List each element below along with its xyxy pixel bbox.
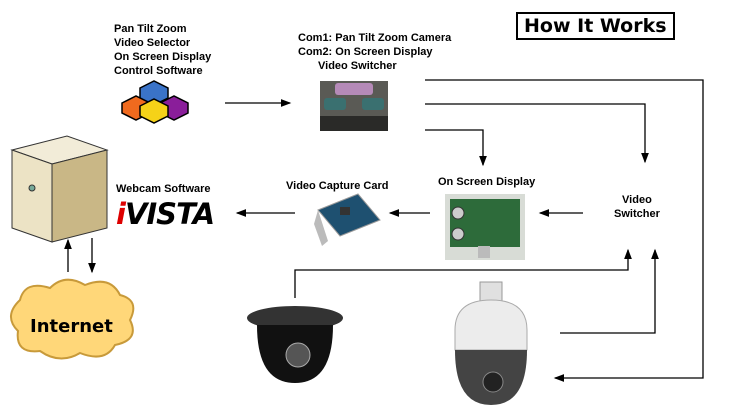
switcher-line: Switcher [614, 208, 660, 220]
connector-lines [64, 79, 704, 382]
serial-line: Com2: On Screen Display [298, 46, 433, 58]
capture-card-label: Video Capture Card [286, 180, 389, 192]
software-label: Pan Tilt Zoom Video Selector On Screen D… [114, 22, 211, 78]
internet-label: Internet [30, 316, 113, 337]
computer-tower-icon [10, 135, 109, 243]
software-line: Video Selector [114, 37, 191, 49]
switcher-line: Video [622, 194, 652, 206]
software-line: Pan Tilt Zoom [114, 23, 187, 35]
dome-camera-image [247, 306, 343, 383]
ivista-logo: iVISTA [116, 197, 215, 231]
internet-cloud-icon [10, 278, 135, 360]
video-switcher-label: Video Switcher [614, 193, 660, 221]
serial-label: Com1: Pan Tilt Zoom Camera Com2: On Scre… [298, 31, 451, 73]
page-title: How It Works [516, 12, 675, 40]
osd-label: On Screen Display [438, 176, 536, 188]
osd-board-image [445, 194, 525, 260]
ptz-camera-image [454, 281, 528, 405]
webcam-software-label: Webcam Software [116, 183, 211, 195]
serial-port-image [320, 81, 388, 131]
capture-card-image [314, 193, 381, 246]
serial-line: Com1: Pan Tilt Zoom Camera [298, 32, 452, 44]
software-line: On Screen Display [114, 51, 212, 63]
software-cubes-icon [121, 80, 189, 124]
software-line: Control Software [114, 65, 203, 77]
serial-line: Video Switcher [318, 60, 397, 72]
